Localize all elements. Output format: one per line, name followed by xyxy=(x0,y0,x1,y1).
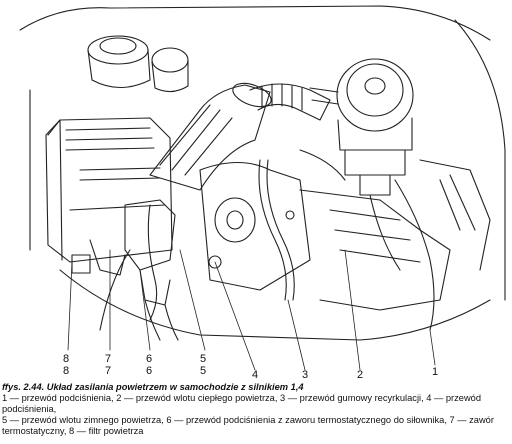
caption-line-2: 5 — przewód wlotu zimnego powietrza, 6 —… xyxy=(2,415,494,425)
callout-5-repeat: 5 xyxy=(200,365,206,377)
intake-duct xyxy=(149,82,272,191)
callout-7-repeat: 7 xyxy=(105,365,111,377)
hoses xyxy=(147,149,435,331)
engine-block xyxy=(199,159,491,311)
corrugated-hose xyxy=(249,83,331,121)
callout-5: 5 xyxy=(200,353,206,365)
figure-caption: ffys. 2.44. Układ zasilania powietrzem w… xyxy=(2,382,508,437)
coolant-reservoir xyxy=(87,35,189,93)
callout-2: 2 xyxy=(357,369,363,380)
callout-labels: 8 8 7 7 6 6 5 5 4 3 2 1 xyxy=(63,353,438,380)
callout-8: 8 xyxy=(63,353,69,365)
callout-6-repeat: 6 xyxy=(146,365,152,377)
callout-4: 4 xyxy=(252,369,258,380)
callout-3: 3 xyxy=(302,369,308,380)
leader-lines xyxy=(67,249,436,371)
caption-line-3: termostatyczny, 8 — filtr powietrza xyxy=(2,426,144,436)
callout-6: 6 xyxy=(146,353,152,365)
hood-outline xyxy=(19,5,506,341)
caption-title: ffys. 2.44. Układ zasilania powietrzem w… xyxy=(2,382,304,392)
air-filter-housing xyxy=(45,117,173,276)
callout-8-repeat: 8 xyxy=(63,365,69,377)
thermostatic-valve xyxy=(99,199,179,341)
engine-diagram: 8 8 7 7 6 6 5 5 4 3 2 1 xyxy=(19,5,506,380)
caption-line-1: 1 — przewód podciśnienia, 2 — przewód wl… xyxy=(2,393,482,414)
callout-1: 1 xyxy=(432,366,438,378)
throttle-body xyxy=(309,58,414,196)
callout-7: 7 xyxy=(105,353,111,365)
